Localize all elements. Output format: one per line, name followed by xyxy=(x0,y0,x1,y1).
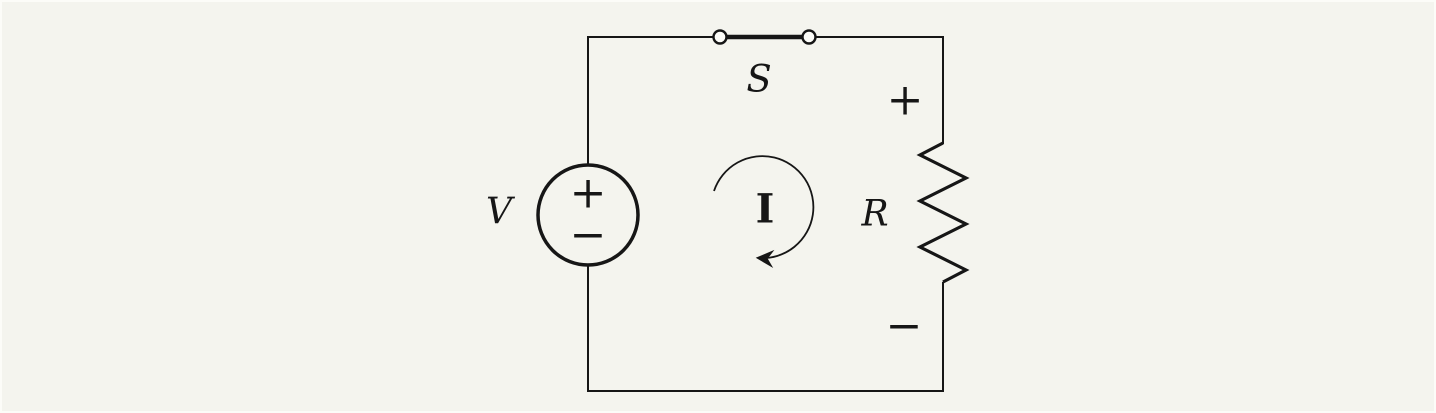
switch-symbol xyxy=(712,29,817,45)
switch-terminal-right xyxy=(801,29,817,45)
switch-terminal-left xyxy=(712,29,728,45)
resistor-plus-sign: + xyxy=(887,75,924,126)
current-loop-arrow xyxy=(713,155,815,269)
switch-label: S xyxy=(746,58,771,101)
source-plus-sign: + xyxy=(570,168,607,219)
resistor-label: R xyxy=(860,194,888,235)
current-label: I xyxy=(756,186,775,233)
voltage-source-symbol xyxy=(536,163,640,267)
resistor-minus-sign: − xyxy=(886,301,923,352)
resistor-symbol xyxy=(916,141,970,284)
source-minus-sign: − xyxy=(570,210,607,261)
voltage-source-label: V xyxy=(486,192,516,233)
